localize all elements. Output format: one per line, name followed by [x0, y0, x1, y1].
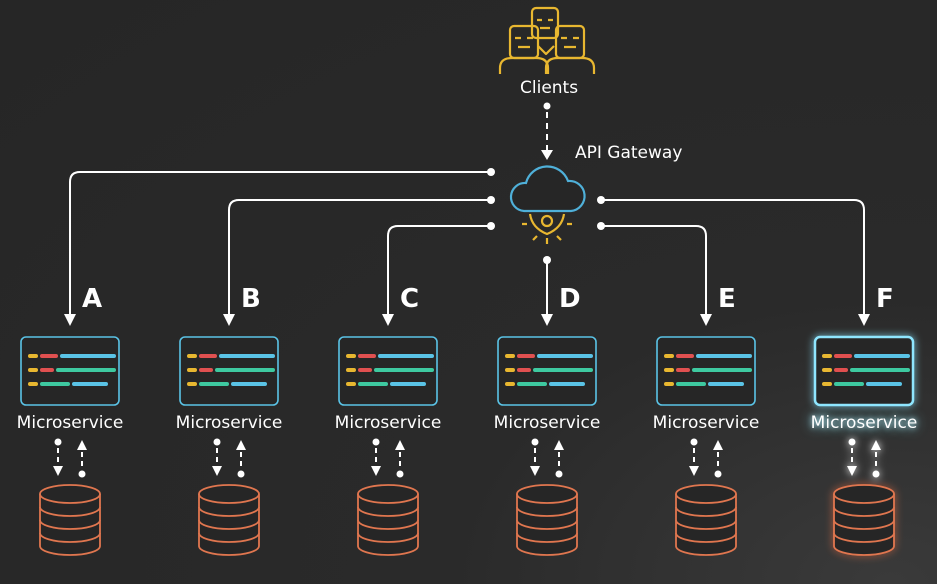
connector-e	[601, 225, 712, 326]
service-letter-b: B	[241, 284, 261, 314]
connector-dot	[597, 196, 605, 204]
microservice-label: Microservice	[493, 413, 601, 433]
service-db-connector	[530, 438, 564, 478]
gateway-cloud-icon	[509, 165, 586, 213]
microservice-label: Microservice	[334, 413, 442, 433]
microservice-b	[179, 336, 279, 556]
connector-dot	[543, 256, 551, 264]
connector-b	[223, 199, 491, 326]
clients-gateway-connector	[541, 102, 553, 160]
microservice-a	[20, 336, 120, 556]
gateway-service-connectors	[64, 168, 870, 326]
database-icon	[675, 484, 737, 556]
database-icon	[198, 484, 260, 556]
connector-dot	[487, 196, 495, 204]
service-db-connector	[689, 438, 723, 478]
clients-label: Clients	[520, 78, 579, 98]
service-letter-f: F	[876, 284, 894, 314]
microservice-d	[497, 336, 597, 556]
microservice-label: Microservice	[16, 413, 124, 433]
connector-c	[382, 225, 491, 326]
database-icon	[39, 484, 101, 556]
database-icon	[357, 484, 419, 556]
microservice-label: Microservice	[652, 413, 760, 433]
microservice-e	[656, 336, 756, 556]
connector-dot	[487, 168, 495, 176]
clients-icon	[498, 6, 596, 74]
connector-a	[64, 171, 491, 326]
microservice-f	[813, 335, 915, 556]
service-db-connector	[53, 438, 87, 478]
connector-dot	[487, 222, 495, 230]
service-letter-e: E	[718, 284, 736, 314]
database-icon	[516, 484, 578, 556]
microservices	[20, 335, 915, 556]
api-gateway-label: API Gateway	[575, 143, 683, 163]
microservice-label: Microservice	[175, 413, 283, 433]
service-db-connector	[847, 438, 881, 478]
service-db-connector	[212, 438, 246, 478]
microservice-label: Microservice	[810, 413, 918, 433]
service-letter-d: D	[559, 284, 581, 314]
service-letter-a: A	[82, 284, 103, 314]
database-icon	[833, 484, 895, 556]
service-db-connector	[371, 438, 405, 478]
microservice-c	[338, 336, 438, 556]
service-letter-c: C	[400, 284, 420, 314]
gateway-gear-icon	[522, 213, 572, 244]
connector-f	[601, 199, 870, 326]
connector-dot	[597, 222, 605, 230]
